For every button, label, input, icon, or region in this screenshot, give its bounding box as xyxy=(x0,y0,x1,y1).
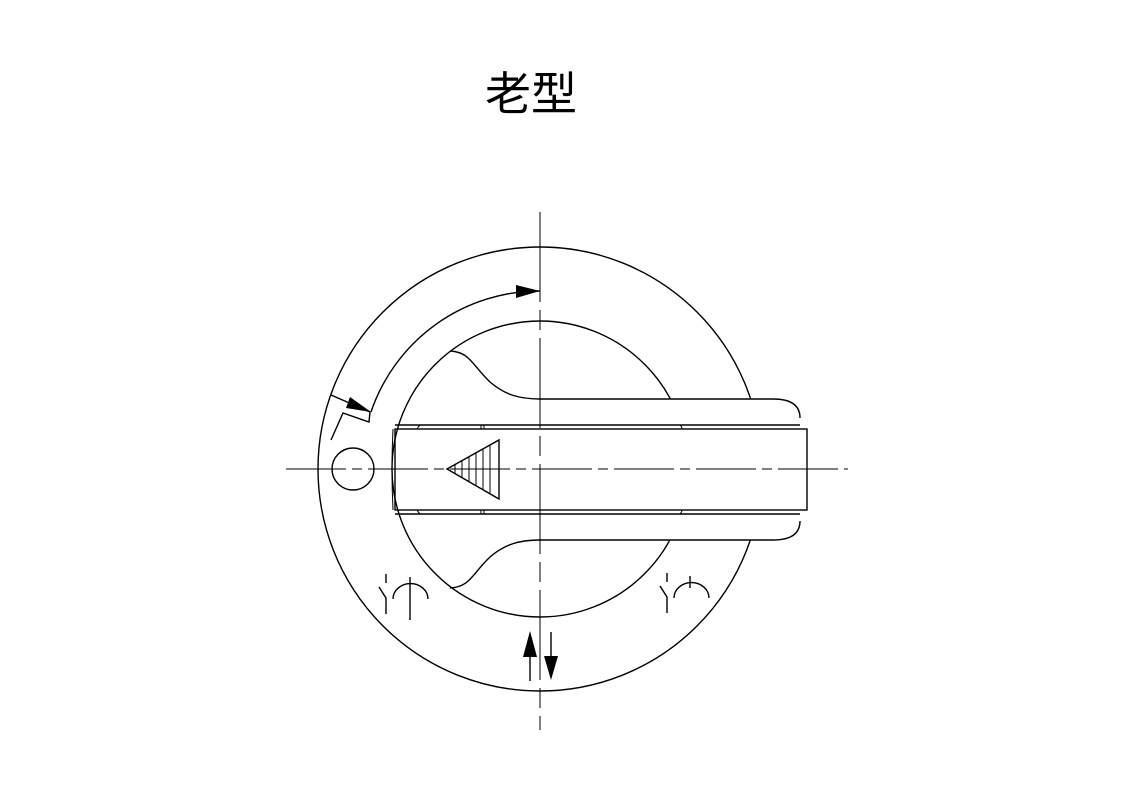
rotation-arrow-icon xyxy=(330,285,541,441)
up-down-arrow-icon xyxy=(523,631,558,681)
drawing-title: 老型 xyxy=(485,67,577,121)
switch-symbol-icon xyxy=(659,573,710,613)
centerlines xyxy=(286,212,848,730)
switch-symbol-icon xyxy=(378,574,429,620)
